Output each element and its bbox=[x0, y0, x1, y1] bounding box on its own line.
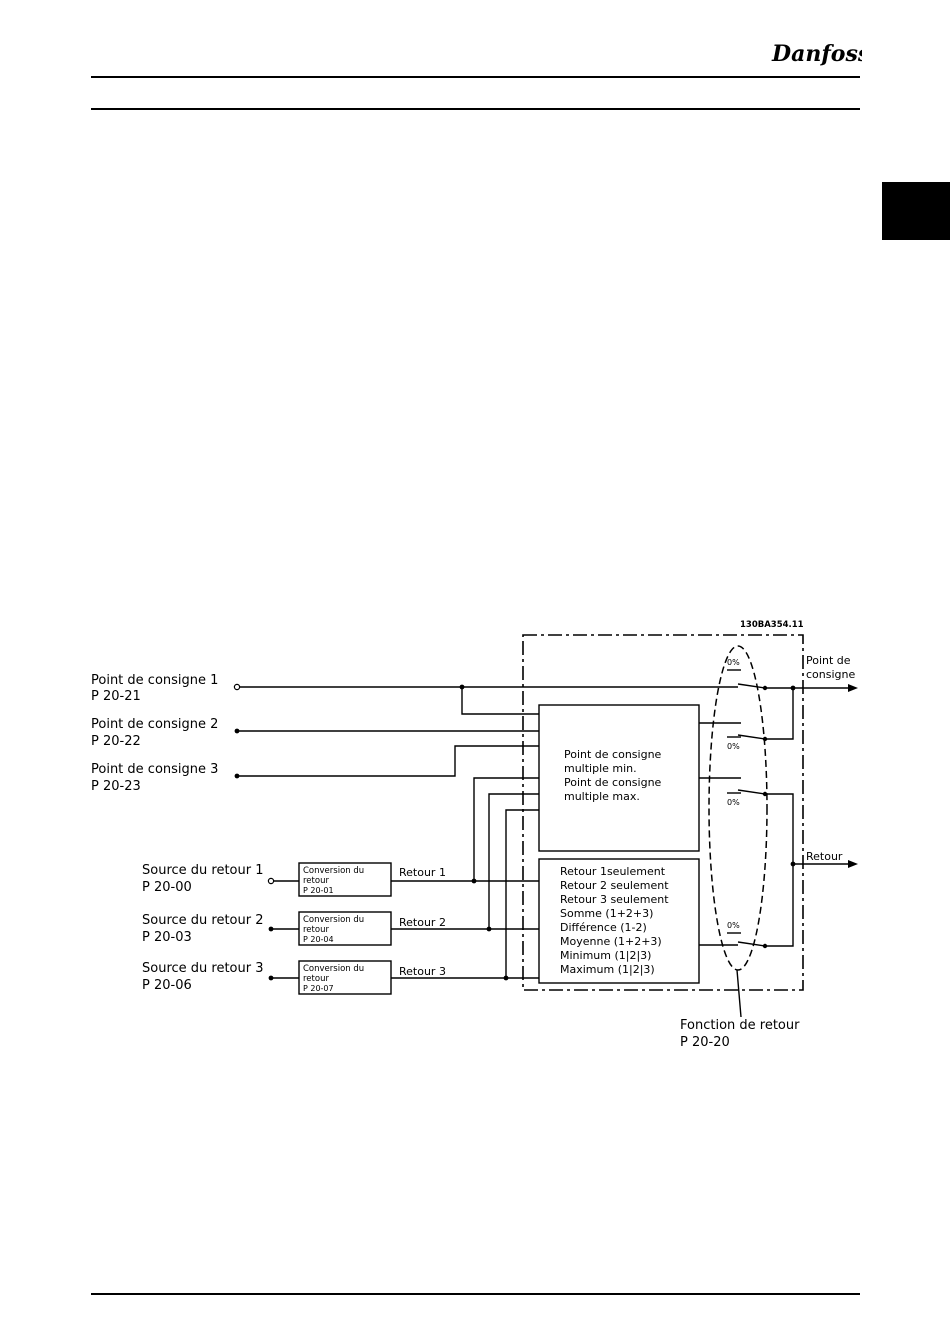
switch-3 bbox=[737, 789, 766, 795]
conversion-1-param: P 20-01 bbox=[303, 886, 334, 895]
feedback-merge bbox=[765, 793, 794, 947]
multi-setpoint-box bbox=[538, 704, 700, 852]
function-label: Fonction de retour bbox=[680, 1018, 800, 1033]
feedback-option-1: Retour 1seulement bbox=[560, 865, 666, 878]
conversion-3-line1: Conversion du bbox=[303, 964, 364, 974]
setpoint-3-terminal bbox=[234, 773, 240, 779]
setpoint-3-label: Point de consigne 3 bbox=[91, 762, 218, 777]
multi-box-line-3: Point de consigne bbox=[564, 776, 662, 789]
footer-rule bbox=[91, 1293, 860, 1295]
zero-label-2: 0% bbox=[727, 742, 740, 751]
multi-box-line-4: multiple max. bbox=[564, 790, 640, 803]
setpoint-2-terminal bbox=[234, 728, 240, 734]
source-1-label: Source du retour 1 bbox=[142, 863, 264, 878]
zero-label-1: 0% bbox=[727, 658, 740, 667]
feedback-option-6: Moyenne (1+2+3) bbox=[560, 935, 662, 948]
setpoint-1-param: P 20-21 bbox=[91, 689, 141, 704]
switch-4 bbox=[737, 941, 766, 947]
retour-2-branch bbox=[488, 793, 539, 929]
setpoint-output-arrow bbox=[848, 684, 858, 692]
setpoint-1-terminal bbox=[233, 683, 241, 691]
chapter-tab bbox=[882, 182, 950, 240]
conversion-box-1 bbox=[298, 862, 392, 897]
source-3-label: Source du retour 3 bbox=[142, 961, 264, 976]
multi-box-line-2: multiple min. bbox=[564, 762, 637, 775]
setpoint-3-line bbox=[237, 745, 539, 777]
retour-1-branch bbox=[473, 777, 539, 881]
feedback-output-arrow bbox=[848, 860, 858, 868]
danfoss-logo: Danfoss bbox=[770, 36, 870, 74]
source-2-label: Source du retour 2 bbox=[142, 913, 264, 928]
setpoint-2-label: Point de consigne 2 bbox=[91, 717, 218, 732]
source-2-terminal bbox=[268, 926, 274, 932]
retour-2-label: Retour 2 bbox=[399, 916, 446, 929]
logo-text: Danfoss bbox=[771, 41, 862, 67]
source-3-terminal bbox=[268, 975, 274, 981]
conversion-3-line2: retour bbox=[303, 974, 329, 984]
multi-box-line-1: Point de consigne bbox=[564, 748, 662, 761]
feedback-option-4: Somme (1+2+3) bbox=[560, 907, 653, 920]
source-3-param: P 20-06 bbox=[142, 978, 192, 993]
source-2-param: P 20-03 bbox=[142, 930, 192, 945]
header-rule-bottom bbox=[91, 108, 860, 110]
function-selector-ellipse bbox=[708, 645, 768, 971]
feedback-option-8: Maximum (1|2|3) bbox=[560, 963, 655, 976]
feedback-option-7: Minimum (1|2|3) bbox=[560, 949, 651, 962]
conversion-2-line1: Conversion du bbox=[303, 915, 364, 925]
setpoint-2-param: P 20-22 bbox=[91, 734, 141, 749]
feedback-output-label: Retour bbox=[806, 850, 843, 863]
feedback-function-box bbox=[538, 858, 700, 984]
source-1-terminal bbox=[267, 877, 275, 885]
zero-label-4: 0% bbox=[727, 921, 740, 930]
conversion-box-3 bbox=[298, 960, 392, 995]
header-rule-top bbox=[91, 76, 860, 78]
zero-label-3: 0% bbox=[727, 798, 740, 807]
conversion-3-param: P 20-07 bbox=[303, 984, 334, 993]
function-leader-line bbox=[736, 969, 742, 1018]
conversion-box-2 bbox=[298, 911, 392, 946]
diagram-code: 130BA354.11 bbox=[740, 620, 804, 630]
setpoint-output-label-1: Point de bbox=[806, 654, 851, 667]
function-param: P 20-20 bbox=[680, 1035, 730, 1050]
switch-2 bbox=[737, 734, 766, 740]
setpoint-merge-2 bbox=[765, 688, 794, 740]
conversion-1-line1: Conversion du bbox=[303, 866, 364, 876]
setpoint-3-param: P 20-23 bbox=[91, 779, 141, 794]
controller-boundary bbox=[522, 634, 804, 991]
conversion-2-line2: retour bbox=[303, 925, 329, 935]
setpoint-1-label: Point de consigne 1 bbox=[91, 673, 218, 688]
source-1-param: P 20-00 bbox=[142, 880, 192, 895]
feedback-option-5: Différence (1-2) bbox=[560, 921, 647, 934]
switch-1 bbox=[737, 683, 766, 689]
setpoint-1-branch bbox=[461, 687, 539, 715]
retour-3-label: Retour 3 bbox=[399, 965, 446, 978]
retour-1-label: Retour 1 bbox=[399, 866, 446, 879]
setpoint-output-label-2: consigne bbox=[806, 668, 855, 681]
retour-3-branch bbox=[505, 809, 539, 978]
conversion-2-param: P 20-04 bbox=[303, 935, 334, 944]
feedback-option-3: Retour 3 seulement bbox=[560, 893, 669, 906]
feedback-option-2: Retour 2 seulement bbox=[560, 879, 669, 892]
conversion-1-line2: retour bbox=[303, 876, 329, 886]
